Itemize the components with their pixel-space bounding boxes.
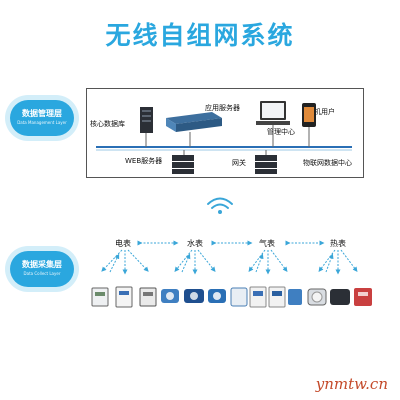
mobile-phone-icon bbox=[302, 103, 316, 147]
gateway-icon bbox=[255, 150, 277, 174]
app-server-icon bbox=[166, 112, 222, 147]
electric-meter-icon bbox=[139, 287, 157, 307]
gateway-label: 网关 bbox=[232, 159, 246, 167]
heat-meter-label: 热表 bbox=[330, 239, 346, 248]
network-diagram-box: 核心数据库 应用服务器 管理中心 手机用户 WEB服务器 网关 物联网数据中心 bbox=[86, 88, 364, 178]
collection-layer-sublabel: Data Collect Layer bbox=[23, 271, 61, 276]
water-meter-icon bbox=[230, 287, 248, 307]
collection-layer-label: 数据采集层 bbox=[22, 260, 62, 269]
heat-meter-icon bbox=[330, 289, 350, 305]
computer-icon bbox=[256, 101, 290, 147]
gas-meter-icon bbox=[288, 289, 302, 305]
gas-meter-label: 气表 bbox=[259, 239, 275, 248]
mobile-user-label: 手机用户 bbox=[307, 108, 335, 116]
electric-meter-icon bbox=[91, 287, 109, 307]
collection-layer-badge: 数据采集层 Data Collect Layer bbox=[10, 251, 74, 287]
iot-center-label: 物联网数据中心 bbox=[303, 159, 352, 167]
web-server-icon bbox=[172, 150, 194, 174]
fanout-arrows bbox=[101, 249, 358, 275]
uplink-arrows bbox=[109, 253, 334, 273]
management-layer-badge: 数据管理层 Data Management Layer bbox=[10, 100, 74, 136]
wifi-icon bbox=[207, 197, 233, 214]
heat-meter-icon bbox=[354, 288, 372, 306]
mgmt-center-label: 管理中心 bbox=[267, 128, 295, 136]
meter-devices-row bbox=[91, 286, 372, 308]
electric-meter-icon bbox=[115, 286, 133, 308]
water-meter-label: 水表 bbox=[187, 239, 203, 248]
watermark: ynmtw.cn bbox=[315, 375, 388, 393]
management-layer-label: 数据管理层 bbox=[22, 109, 62, 118]
database-server-icon bbox=[140, 107, 153, 147]
app-server-label: 应用服务器 bbox=[205, 104, 240, 112]
web-server-label: WEB服务器 bbox=[125, 157, 163, 165]
electric-meter-label: 电表 bbox=[115, 239, 131, 248]
management-layer-sublabel: Data Management Layer bbox=[17, 120, 67, 125]
gas-meter-icon bbox=[249, 286, 267, 308]
page-title: 无线自组网系统 bbox=[105, 21, 295, 50]
gas-meter-icon bbox=[268, 286, 286, 308]
core-db-label: 核心数据库 bbox=[90, 120, 125, 128]
